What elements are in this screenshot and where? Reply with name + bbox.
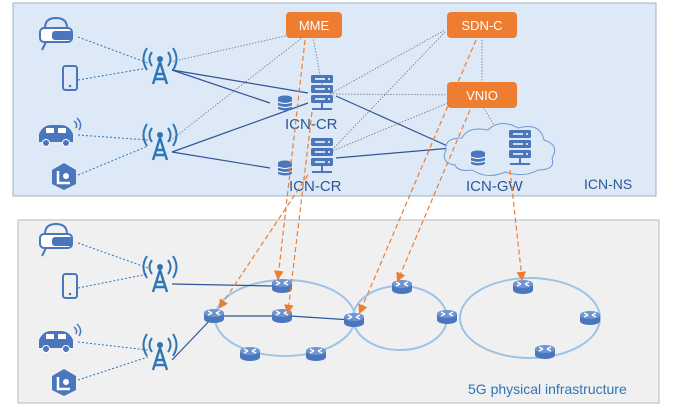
router-icon — [305, 346, 327, 362]
mme-box: MME — [286, 12, 342, 38]
mapping-arrows — [218, 39, 526, 315]
physical-infrastructure-label: 5G physical infrastructure — [468, 381, 627, 397]
sdn-c-box: SDN-C — [447, 12, 517, 38]
router-icon — [436, 309, 458, 325]
icn-cr-node: ICN-CR — [277, 74, 338, 133]
router-icon — [534, 344, 556, 360]
router-icon — [203, 308, 225, 324]
router-icon — [271, 308, 293, 324]
cache-icon — [277, 95, 293, 111]
icn-gw-node: ICN-GW — [443, 123, 556, 195]
icn-cr-label: ICN-CR — [285, 116, 338, 133]
router-icon — [271, 278, 293, 294]
bottom-user-links — [77, 242, 149, 381]
cache-icon — [470, 150, 486, 166]
sdn-c-label: SDN-C — [461, 18, 502, 33]
router-icon — [239, 346, 261, 362]
data-links — [171, 69, 453, 169]
router-icon — [343, 312, 365, 328]
vnio-box: VNIO — [447, 82, 517, 108]
top-user-links — [77, 36, 149, 176]
mme-label: MME — [299, 18, 330, 33]
icn-cr-label: ICN-CR — [289, 178, 342, 195]
router-icon — [512, 279, 534, 295]
icn-gw-label: ICN-GW — [466, 178, 523, 195]
physical-infrastructure-panel — [17, 219, 660, 404]
icn-cr-node: ICN-CR — [277, 137, 342, 195]
vnio-label: VNIO — [466, 88, 498, 103]
router-icon — [579, 310, 601, 326]
icn-ns-label: ICN-NS — [584, 176, 632, 192]
router-icon — [391, 279, 413, 295]
